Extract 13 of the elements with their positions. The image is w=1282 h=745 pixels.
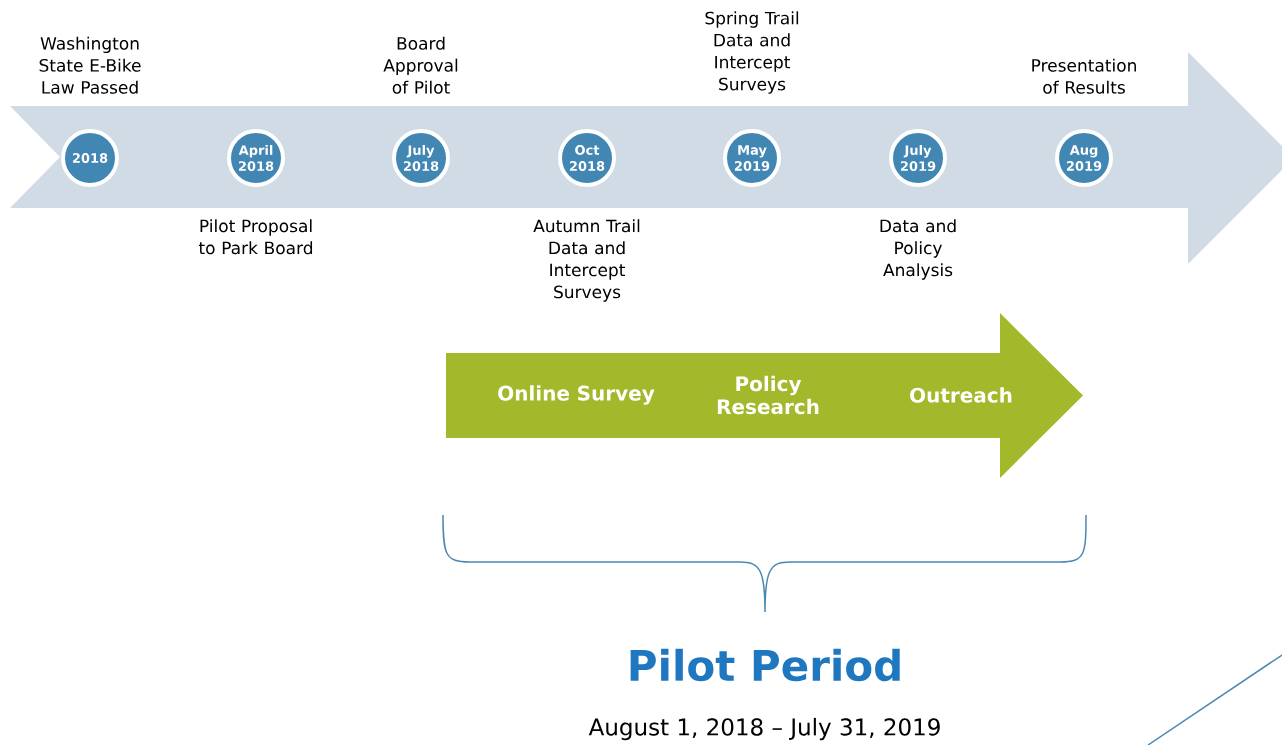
milestone-label: Presentation of Results — [1032, 58, 1136, 94]
date-range: August 1, 2018 – July 31, 2019 — [588, 717, 940, 741]
milestone-label: Board Approval of Pilot — [383, 36, 458, 94]
milestone-label: Washington State E-Bike Law Passed — [39, 36, 141, 94]
milestone-label: Data and Policy Analysis — [880, 219, 956, 280]
banner-text: Policy Research — [717, 375, 819, 415]
milestone-label: Spring Trail Data and Intercept Surveys — [705, 11, 799, 94]
milestone-label: Autumn Trail Data and Intercept Surveys — [533, 219, 640, 302]
banner-arrow — [446, 313, 1083, 478]
period-title: Pilot Period — [630, 648, 900, 682]
banner-text: Online Survey — [498, 385, 655, 405]
milestone-label: Pilot Proposal to Park Board — [198, 219, 313, 255]
banner-text: Outreach — [910, 387, 1012, 403]
